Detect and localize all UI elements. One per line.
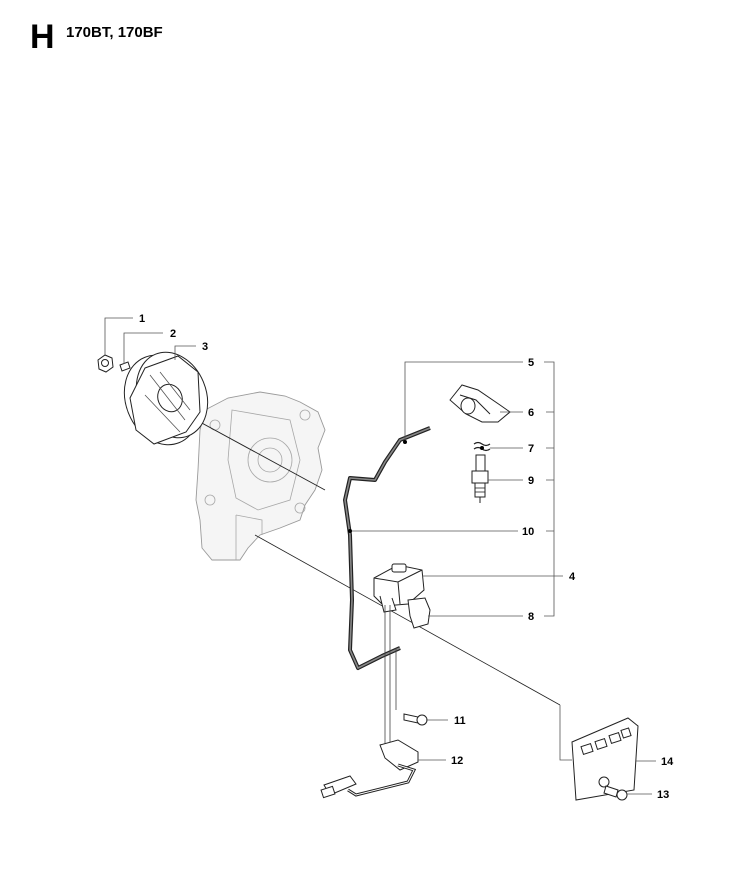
- leader-1: [104, 317, 133, 355]
- cover-lead-line: [559, 705, 572, 761]
- callout-2: 2: [170, 328, 176, 340]
- callout-10: 10: [522, 526, 534, 538]
- callout-9: 9: [528, 475, 534, 487]
- callout-8: 8: [528, 611, 534, 623]
- part-13-screw: [603, 785, 628, 801]
- part-10-ignition-cable: [343, 426, 431, 670]
- part-9-spark-plug: [471, 454, 489, 503]
- callout-1: 1: [139, 313, 145, 325]
- ignition-axis-line: [254, 534, 561, 706]
- callout-5: 5: [528, 357, 534, 369]
- leader-dot-5: [403, 440, 407, 444]
- part-12-stop-switch-wire: [320, 605, 419, 799]
- group-bracket: [544, 361, 555, 617]
- callout-11: 11: [454, 715, 466, 727]
- leader-3: [174, 345, 196, 360]
- leader-dot-7: [480, 446, 484, 450]
- model-title: 170BT, 170BF: [66, 24, 163, 41]
- callout-13: 13: [657, 789, 669, 801]
- section-letter: H: [30, 18, 55, 56]
- callout-12: 12: [451, 755, 463, 767]
- part-8-cable-clip: [407, 597, 431, 629]
- leader-dot-10: [348, 529, 352, 533]
- leader-5: [404, 361, 523, 442]
- part-4-ignition-module: [373, 563, 425, 613]
- callout-3: 3: [202, 341, 208, 353]
- callout-7: 7: [528, 443, 534, 455]
- leader-2: [123, 332, 163, 364]
- part-11-screw: [395, 648, 428, 726]
- part-3-flywheel: [123, 351, 209, 446]
- part-6-plug-boot: [449, 384, 511, 423]
- part-14-cover-plate: [571, 717, 639, 801]
- callout-6: 6: [528, 407, 534, 419]
- callout-4: 4: [569, 571, 576, 583]
- callout-14: 14: [661, 756, 674, 768]
- crankcase-outline: [195, 391, 326, 561]
- part-2-key: [119, 361, 131, 372]
- part-1-nut: [97, 354, 114, 373]
